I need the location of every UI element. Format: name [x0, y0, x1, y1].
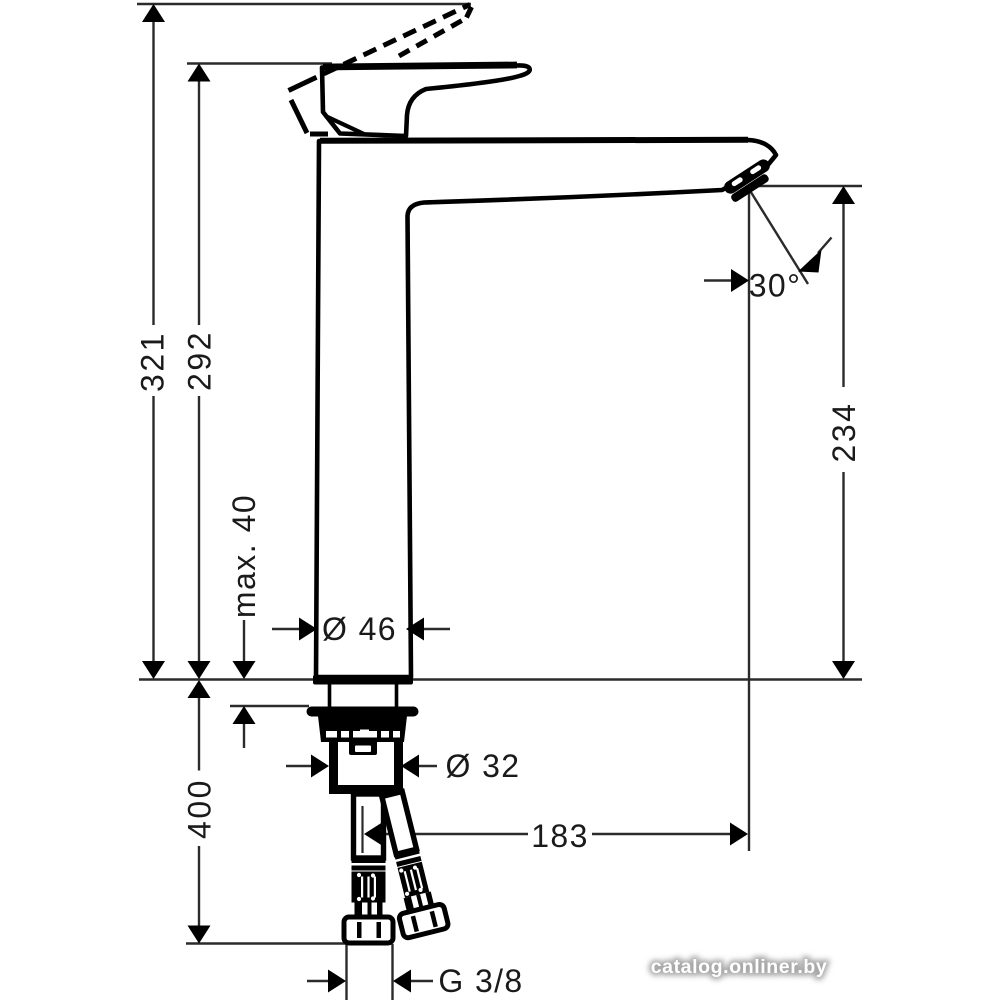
svg-text:400: 400	[182, 778, 218, 839]
svg-text:Ø 46: Ø 46	[322, 611, 397, 647]
svg-text:catalog.onliner.by: catalog.onliner.by	[651, 956, 828, 978]
svg-text:max. 40: max. 40	[226, 494, 262, 618]
svg-text:G 3/8: G 3/8	[438, 963, 523, 999]
svg-text:catalog.onliner.by: catalog.onliner.by	[651, 956, 828, 978]
svg-text:234: 234	[826, 402, 862, 463]
svg-text:Ø 32: Ø 32	[446, 748, 521, 784]
svg-text:30°: 30°	[749, 268, 802, 304]
svg-text:292: 292	[182, 330, 218, 391]
svg-text:183: 183	[531, 818, 589, 854]
svg-text:321: 321	[135, 331, 171, 392]
